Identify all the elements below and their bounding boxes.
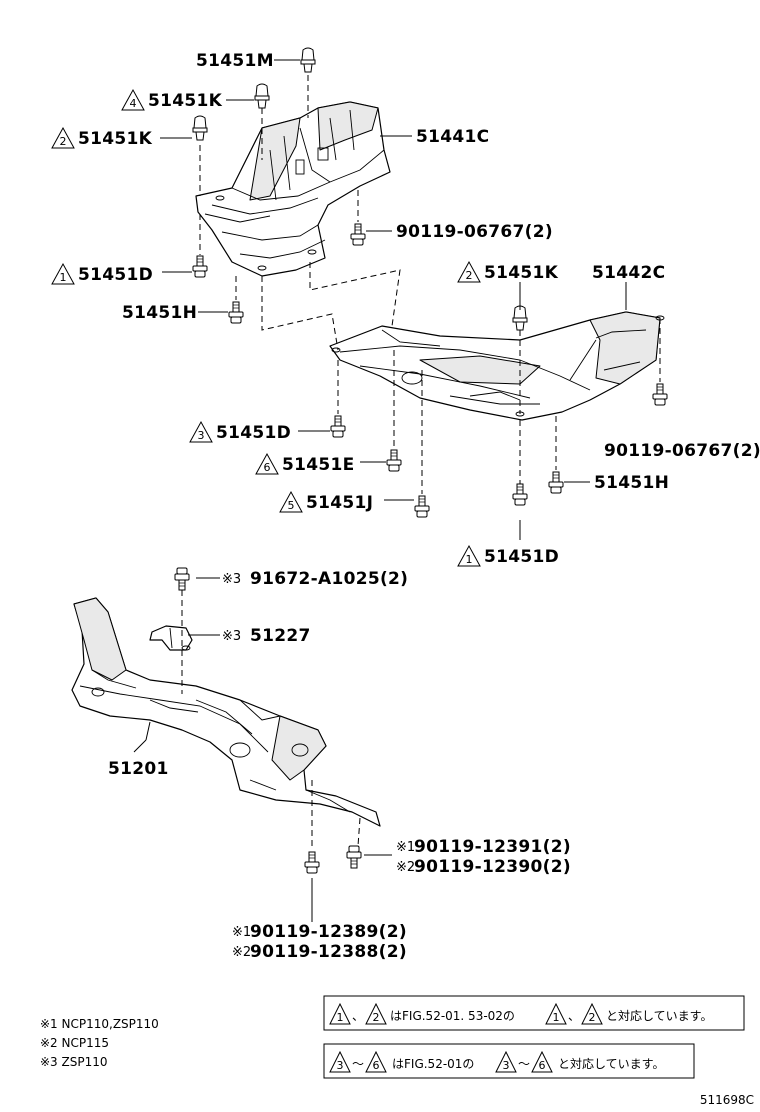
triangle-1b-number: 1 bbox=[466, 553, 473, 566]
figure-id: 511698C bbox=[700, 1093, 754, 1107]
label-51451E-6: 51451E bbox=[282, 455, 355, 475]
label-51441C: 51441C bbox=[416, 127, 489, 147]
bolt-90119-06767-b bbox=[652, 383, 668, 406]
bolt-90119-06767-a bbox=[350, 223, 366, 246]
note-box-1-tri-b: 2 bbox=[373, 1011, 380, 1024]
triangle-2b bbox=[457, 260, 481, 283]
footnote-1: ※1 NCP110,ZSP110 bbox=[40, 1017, 159, 1031]
mark-note2-a: ※2 bbox=[396, 860, 415, 875]
engine-under-cover-rear bbox=[329, 311, 665, 421]
label-90119-12389: 90119-12389(2) bbox=[250, 922, 407, 942]
bolt-51451D-1b bbox=[512, 483, 528, 506]
triangle-5 bbox=[279, 490, 303, 513]
mark-note1-b: ※1 bbox=[232, 925, 251, 940]
leader-lines bbox=[133, 59, 627, 922]
triangle-6 bbox=[255, 452, 279, 475]
engine-under-cover-front bbox=[195, 101, 391, 277]
label-51442C: 51442C bbox=[592, 263, 665, 283]
label-51451K-2b: 51451K bbox=[484, 263, 559, 283]
note-box-2-tri-c: 3 bbox=[503, 1059, 510, 1072]
bolt-51451H-a bbox=[228, 301, 244, 324]
bracket-51227 bbox=[149, 625, 193, 651]
bolt-91672 bbox=[174, 567, 190, 591]
label-51451K-2: 51451K bbox=[78, 129, 153, 149]
clip-51451K-4 bbox=[254, 83, 270, 109]
triangle-2b-number: 2 bbox=[466, 269, 473, 282]
label-51451K-4: 51451K bbox=[148, 91, 223, 111]
note-box-1-text: はFIG.52-01. 53-02の bbox=[390, 1009, 515, 1023]
label-91672-A1025: 91672-A1025(2) bbox=[250, 569, 408, 589]
triangle-3-number: 3 bbox=[198, 429, 205, 442]
mark-note1-a: ※1 bbox=[396, 840, 415, 855]
note-box-1-tri-d: 2 bbox=[589, 1011, 596, 1024]
note-box-2-tri-d: 6 bbox=[539, 1059, 546, 1072]
label-90119-12390: 90119-12390(2) bbox=[414, 857, 571, 877]
mark-note3-b: ※3 bbox=[222, 629, 241, 644]
note-box-2-text: はFIG.52-01の bbox=[392, 1057, 474, 1071]
label-51451D-1b: 51451D bbox=[484, 547, 559, 567]
callout-triangles: 4 2 1 2 3 6 5 1 bbox=[51, 88, 481, 567]
footnotes: ※1 NCP110,ZSP110 ※2 NCP115 ※3 ZSP110 bbox=[40, 1017, 159, 1069]
label-51451H-b: 51451H bbox=[594, 473, 669, 493]
bolt-51451D-3 bbox=[330, 415, 346, 438]
label-90119-06767-a: 90119-06767(2) bbox=[396, 222, 553, 242]
footnote-3: ※3 ZSP110 bbox=[40, 1055, 107, 1069]
bolt-51451H-b bbox=[548, 471, 564, 494]
front-suspension-member bbox=[71, 597, 381, 827]
note-box-1-tri-a: 1 bbox=[337, 1011, 344, 1024]
bolt-90119-12391 bbox=[346, 845, 362, 869]
label-51451D-1: 51451D bbox=[78, 265, 153, 285]
triangle-1a-number: 1 bbox=[60, 271, 67, 284]
bolt-51451D-1 bbox=[192, 255, 208, 278]
note-box-2-sep-a: ～ bbox=[352, 1057, 364, 1071]
note-box-1-sep-b: 、 bbox=[568, 1009, 580, 1023]
label-90119-12388: 90119-12388(2) bbox=[250, 942, 407, 962]
note-box-2-tri-b: 6 bbox=[373, 1059, 380, 1072]
note-box-1-tail: と対応しています。 bbox=[606, 1009, 712, 1023]
triangle-6-number: 6 bbox=[264, 461, 271, 474]
triangle-1b bbox=[457, 544, 481, 567]
clip-51451M bbox=[300, 47, 316, 73]
bolt-51451J-5 bbox=[414, 495, 430, 518]
triangle-2a bbox=[51, 126, 75, 149]
note-box-2-sep-b: ～ bbox=[518, 1057, 530, 1071]
alignment-lines bbox=[181, 75, 661, 848]
triangle-5-number: 5 bbox=[288, 499, 295, 512]
note-box-1-tri-c: 1 bbox=[553, 1011, 560, 1024]
label-90119-12391: 90119-12391(2) bbox=[414, 837, 571, 857]
bolt-51451E-6 bbox=[386, 449, 402, 472]
label-51201: 51201 bbox=[108, 759, 169, 779]
triangle-1a bbox=[51, 262, 75, 285]
mark-note2-b: ※2 bbox=[232, 945, 251, 960]
note-box-1-sep-a: 、 bbox=[352, 1009, 364, 1023]
triangle-2a-number: 2 bbox=[60, 135, 67, 148]
mark-note3-a: ※3 bbox=[222, 572, 241, 587]
note-box-1: 1 、 2 はFIG.52-01. 53-02の 1 、 2 と対応しています。 bbox=[323, 995, 745, 1031]
note-box-2-tri-a: 3 bbox=[337, 1059, 344, 1072]
label-51227: 51227 bbox=[250, 626, 311, 646]
note-box-2: 3 ～ 6 はFIG.52-01の 3 ～ 6 と対応しています。 bbox=[323, 1043, 695, 1079]
triangle-4 bbox=[121, 88, 145, 111]
label-51451D-3: 51451D bbox=[216, 423, 291, 443]
triangle-3 bbox=[189, 420, 213, 443]
bolt-90119-12389 bbox=[304, 851, 320, 874]
label-90119-06767-b: 90119-06767(2) bbox=[604, 441, 760, 461]
clip-51451K-2 bbox=[192, 115, 208, 141]
part-labels: 51451M 51451K 51451K 51441C 90119-06767(… bbox=[78, 51, 760, 962]
label-51451H-a: 51451H bbox=[122, 303, 197, 323]
triangle-4-number: 4 bbox=[130, 97, 137, 110]
footnote-2: ※2 NCP115 bbox=[40, 1036, 109, 1050]
note-box-2-tail: と対応しています。 bbox=[558, 1057, 664, 1071]
label-51451J-5: 51451J bbox=[306, 493, 373, 513]
label-51451M: 51451M bbox=[196, 51, 274, 71]
